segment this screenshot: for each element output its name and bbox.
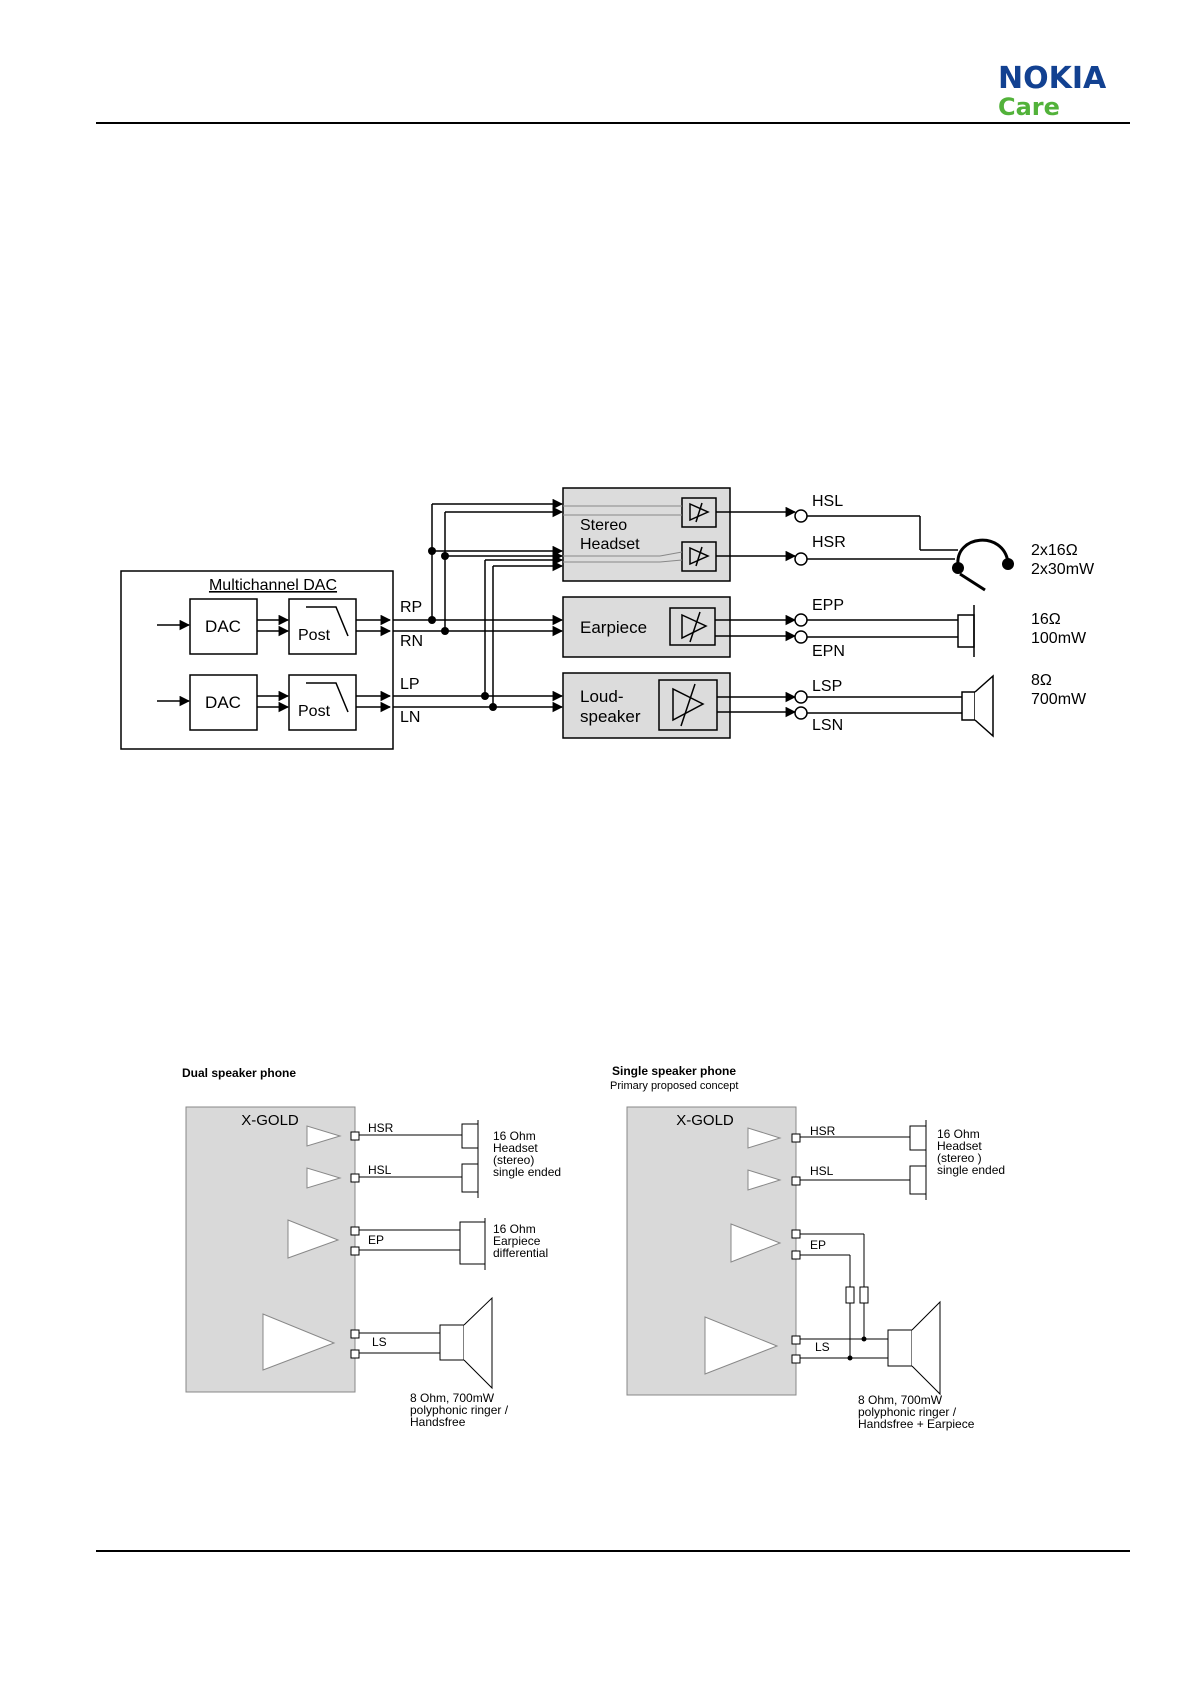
speaker-note-right-3: Handsfree + Earpiece bbox=[858, 1417, 975, 1431]
headset-load-1: 2x16Ω bbox=[1031, 542, 1078, 559]
dac-upper bbox=[189, 598, 258, 655]
terminal-epn bbox=[794, 630, 808, 644]
headset-note-right-3: (stereo ) bbox=[937, 1151, 982, 1165]
nokia-care-logo: NOKIA Care bbox=[998, 61, 1133, 121]
header-rule bbox=[96, 122, 1130, 124]
terminal-lsn bbox=[794, 706, 808, 720]
terminal-lsp bbox=[794, 690, 808, 704]
dac-lower bbox=[189, 674, 258, 731]
port-ls-right: LS bbox=[815, 1340, 830, 1354]
signal-rp: RP bbox=[400, 599, 422, 616]
xgold-label-right: X-GOLD bbox=[676, 1112, 734, 1129]
terminal-hsr bbox=[794, 552, 808, 566]
signal-lp: LP bbox=[400, 676, 420, 693]
post-upper-label: Post bbox=[298, 627, 331, 644]
output-lsp: LSP bbox=[812, 678, 842, 695]
dac-lower-label: DAC bbox=[205, 693, 241, 712]
speaker-note-right-2: polyphonic ringer / bbox=[858, 1405, 957, 1419]
port-ep-right: EP bbox=[810, 1238, 826, 1252]
port-hsr-right: HSR bbox=[810, 1124, 836, 1138]
earpiece-amp bbox=[669, 607, 716, 646]
speaker-note-left-3: Handsfree bbox=[410, 1415, 466, 1429]
output-hsl: HSL bbox=[812, 493, 843, 510]
amplifier-icon bbox=[672, 687, 705, 722]
resistor-2 bbox=[859, 1286, 869, 1304]
loudspeaker-icon bbox=[961, 674, 994, 738]
earpiece-label: Earpiece bbox=[580, 618, 647, 637]
headset-note-right-4: single ended bbox=[937, 1163, 1005, 1177]
speaker-note-left-1: 8 Ohm, 700mW bbox=[410, 1391, 495, 1405]
loudspeaker-load-2: 700mW bbox=[1031, 691, 1087, 708]
resistor-1 bbox=[845, 1286, 855, 1304]
multichannel-dac-box bbox=[120, 570, 394, 750]
output-epp: EPP bbox=[812, 597, 844, 614]
headset-note-left-2: Headset bbox=[493, 1141, 538, 1155]
footer-rule bbox=[96, 1550, 1130, 1552]
dac-block-title: Multichannel DAC bbox=[209, 577, 337, 594]
earpiece-load-1: 16Ω bbox=[1031, 611, 1061, 628]
signal-rn: RN bbox=[400, 633, 423, 650]
output-epn: EPN bbox=[812, 643, 845, 660]
speaker-note-left-2: polyphonic ringer / bbox=[410, 1403, 509, 1417]
amplifier-icon bbox=[747, 1169, 782, 1191]
port-hsl-left: HSL bbox=[368, 1163, 392, 1177]
amplifier-icon bbox=[306, 1125, 342, 1147]
headset-note-left-4: single ended bbox=[493, 1165, 561, 1179]
terminal-epp bbox=[794, 613, 808, 627]
port-ep-left: EP bbox=[368, 1233, 384, 1247]
earpiece-speaker-icon bbox=[957, 614, 975, 648]
amplifier-icon bbox=[704, 1316, 779, 1375]
loudspeaker-icon bbox=[439, 1296, 493, 1390]
terminal-hsl bbox=[794, 509, 808, 523]
headset-note-right-2: Headset bbox=[937, 1139, 982, 1153]
logo-brand: NOKIA bbox=[998, 61, 1107, 96]
headset-icon bbox=[952, 538, 1014, 592]
amplifier-icon bbox=[689, 546, 710, 566]
loudspeaker-label-2: speaker bbox=[580, 707, 641, 726]
headset-note-left-1: 16 Ohm bbox=[493, 1129, 536, 1143]
loudspeaker-label-1: Loud- bbox=[580, 687, 623, 706]
earpiece-note-left-2: Earpiece bbox=[493, 1234, 541, 1248]
port-hsl-right: HSL bbox=[810, 1164, 834, 1178]
loudspeaker-load-1: 8Ω bbox=[1031, 672, 1052, 689]
port-ls-left: LS bbox=[372, 1335, 387, 1349]
amplifier-icon bbox=[747, 1127, 782, 1149]
loudspeaker-icon bbox=[887, 1300, 941, 1396]
dual-speaker-title: Dual speaker phone bbox=[182, 1066, 296, 1080]
stereo-headset-label-1: Stereo bbox=[580, 517, 627, 534]
single-speaker-subtitle: Primary proposed concept bbox=[610, 1080, 738, 1092]
output-lsn: LSN bbox=[812, 717, 843, 734]
xgold-label-left: X-GOLD bbox=[241, 1112, 299, 1129]
amplifier-icon bbox=[730, 1223, 782, 1263]
headset-note-right-1: 16 Ohm bbox=[937, 1127, 980, 1141]
speaker-note-right-1: 8 Ohm, 700mW bbox=[858, 1393, 943, 1407]
stereo-headset-label-2: Headset bbox=[580, 536, 640, 553]
amplifier-icon bbox=[689, 502, 710, 522]
earpiece-note-left-3: differential bbox=[493, 1246, 548, 1260]
headset-note-left-3: (stereo) bbox=[493, 1153, 534, 1167]
post-filter-lower bbox=[288, 674, 357, 731]
dac-upper-label: DAC bbox=[205, 617, 241, 636]
post-lower-label: Post bbox=[298, 703, 331, 720]
logo-sub: Care bbox=[998, 93, 1060, 121]
post-filter-upper bbox=[288, 598, 357, 655]
headset-load-2: 2x30mW bbox=[1031, 561, 1095, 578]
single-speaker-title: Single speaker phone bbox=[612, 1064, 736, 1078]
earpiece-note-left-1: 16 Ohm bbox=[493, 1222, 536, 1236]
amplifier-icon bbox=[306, 1167, 342, 1189]
amplifier-icon bbox=[262, 1313, 336, 1371]
port-hsr-left: HSR bbox=[368, 1121, 394, 1135]
amplifier-icon bbox=[287, 1219, 340, 1259]
output-hsr: HSR bbox=[812, 534, 846, 551]
signal-ln: LN bbox=[400, 709, 420, 726]
earpiece-load-2: 100mW bbox=[1031, 630, 1087, 647]
